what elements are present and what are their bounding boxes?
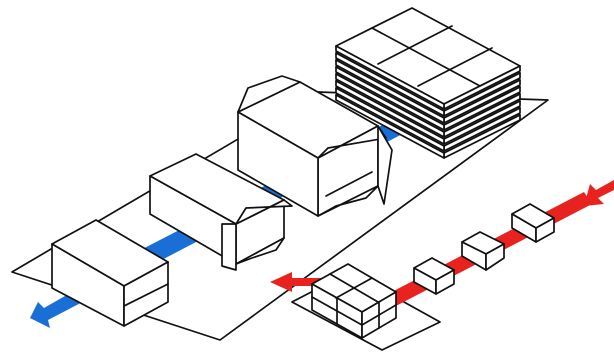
pallet-load (311, 263, 397, 339)
flat-blank-stack (335, 7, 521, 159)
carton-sealed (51, 219, 169, 327)
carton-opening (237, 75, 393, 217)
carton-flap-front (317, 125, 387, 159)
red-input-arrow-icon (584, 180, 614, 206)
item-box (413, 257, 455, 295)
red-output-arrow-icon (270, 272, 322, 292)
carton-side (123, 261, 169, 327)
item-box (511, 203, 555, 243)
carton-flap-bottom (235, 237, 285, 265)
carton-closing (149, 153, 293, 271)
carton-flap-open (377, 125, 393, 205)
item-conveyor (270, 180, 614, 351)
carton-flap-top (235, 199, 293, 225)
carton-flap-top (237, 75, 301, 113)
item-box (461, 231, 505, 271)
carton-crease (325, 171, 373, 197)
carton-flap-bottom (317, 185, 379, 217)
carton-seam (123, 283, 169, 307)
flat-blank-sheet (335, 7, 521, 110)
carton-flap-side (221, 223, 237, 271)
